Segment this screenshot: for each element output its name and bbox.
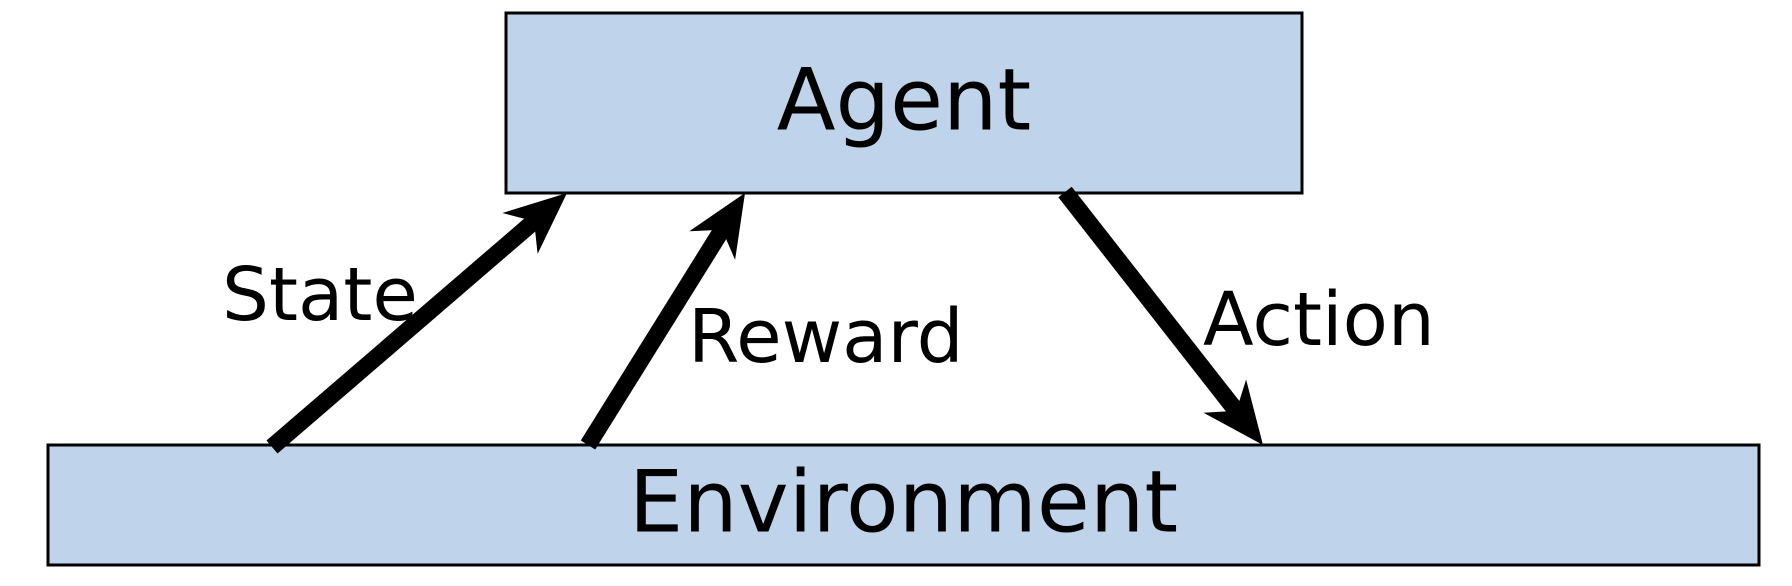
edge-state: State <box>222 193 567 454</box>
state-arrowhead <box>502 193 567 254</box>
node-environment[interactable]: Environment <box>46 443 1761 567</box>
state-label: State <box>222 252 418 338</box>
node-agent[interactable]: Agent <box>504 11 1304 195</box>
agent-label: Agent <box>777 50 1032 150</box>
environment-label: Environment <box>629 452 1178 552</box>
edge-action: Action <box>1058 186 1435 445</box>
action-label: Action <box>1203 277 1435 363</box>
action-arrow-shaft <box>1058 186 1249 424</box>
action-arrowhead <box>1203 379 1263 445</box>
reward-arrow-shaft <box>580 217 735 450</box>
reward-arrowhead <box>689 193 745 260</box>
edge-reward: Reward <box>580 193 964 450</box>
reward-label: Reward <box>688 294 964 380</box>
state-arrow-shaft <box>266 208 547 454</box>
environment-box[interactable] <box>46 443 1761 567</box>
agent-box[interactable] <box>504 11 1304 195</box>
